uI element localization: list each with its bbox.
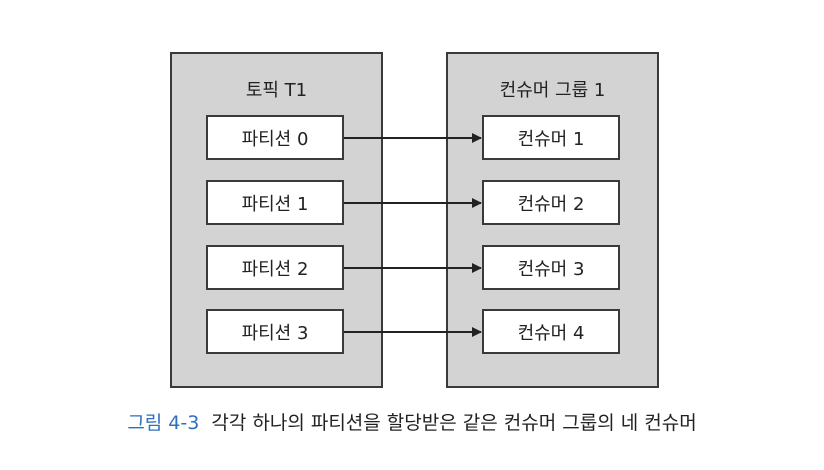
topic-title: 토픽 T1 bbox=[245, 80, 308, 101]
partition-box: 파티션 0 bbox=[206, 115, 344, 160]
consumer-box: 컨슈머 2 bbox=[482, 180, 620, 225]
caption-text: 각각 하나의 파티션을 할당받은 같은 컨슈머 그룹의 네 컨슈머 bbox=[211, 412, 697, 434]
figure-caption: 그림 4-3 각각 하나의 파티션을 할당받은 같은 컨슈머 그룹의 네 컨슈머 bbox=[0, 408, 824, 435]
consumer-box: 컨슈머 4 bbox=[482, 309, 620, 354]
figure-number: 그림 4-3 bbox=[127, 412, 200, 434]
consumer-box: 컨슈머 3 bbox=[482, 245, 620, 290]
partition-box: 파티션 2 bbox=[206, 245, 344, 290]
partition-box: 파티션 1 bbox=[206, 180, 344, 225]
partition-box: 파티션 3 bbox=[206, 309, 344, 354]
consumer-group-title: 컨슈머 그룹 1 bbox=[499, 80, 606, 101]
consumer-box: 컨슈머 1 bbox=[482, 115, 620, 160]
